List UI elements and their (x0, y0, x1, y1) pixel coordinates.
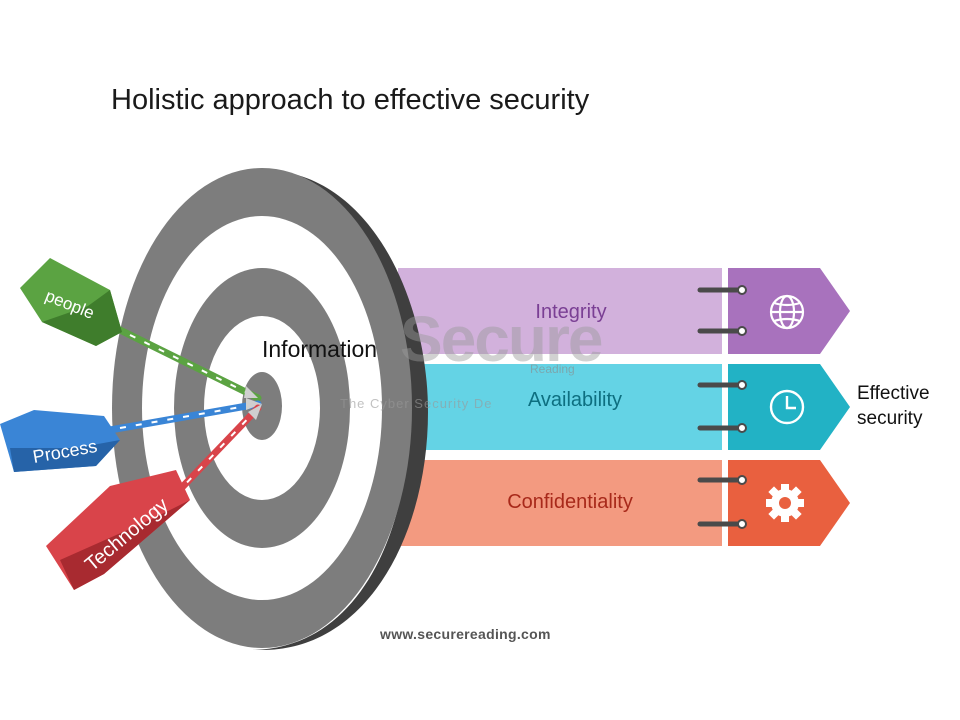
target-center-label: Information (262, 336, 378, 362)
dart-technology (46, 404, 262, 590)
watermark-brand-sub: Reading (530, 362, 575, 376)
pillar-band (398, 268, 722, 354)
clock-icon (769, 389, 805, 425)
target (112, 168, 428, 650)
pillar-label-availability: Availability (528, 389, 622, 411)
dart-process (0, 398, 262, 472)
globe-icon (769, 294, 805, 330)
pillar-confidentiality (398, 460, 850, 546)
binder-rings (697, 285, 747, 529)
gear-icon (766, 484, 804, 522)
outcome-line-1: Effective (857, 383, 930, 404)
ring-pair-1 (697, 285, 747, 336)
outcome-line-2: security (857, 408, 923, 429)
watermark-brand: Secure (400, 303, 603, 375)
dart-people (20, 258, 262, 402)
pillar-band (398, 364, 722, 450)
pillar-availability (398, 364, 850, 450)
pillar-label-confidentiality: Confidentiality (507, 491, 633, 513)
pillar-label-integrity: Integrity (535, 301, 606, 323)
watermark-tagline: The Cyber Security De (340, 396, 493, 411)
pillar-band (398, 460, 722, 546)
footer-url: www.securereading.com (380, 626, 551, 642)
ring-pair-2 (697, 380, 747, 433)
outcome-label: Effective security (857, 381, 930, 431)
ring-pair-3 (697, 475, 747, 529)
page-title: Holistic approach to effective security (111, 84, 590, 116)
target-bullseye (242, 372, 282, 440)
